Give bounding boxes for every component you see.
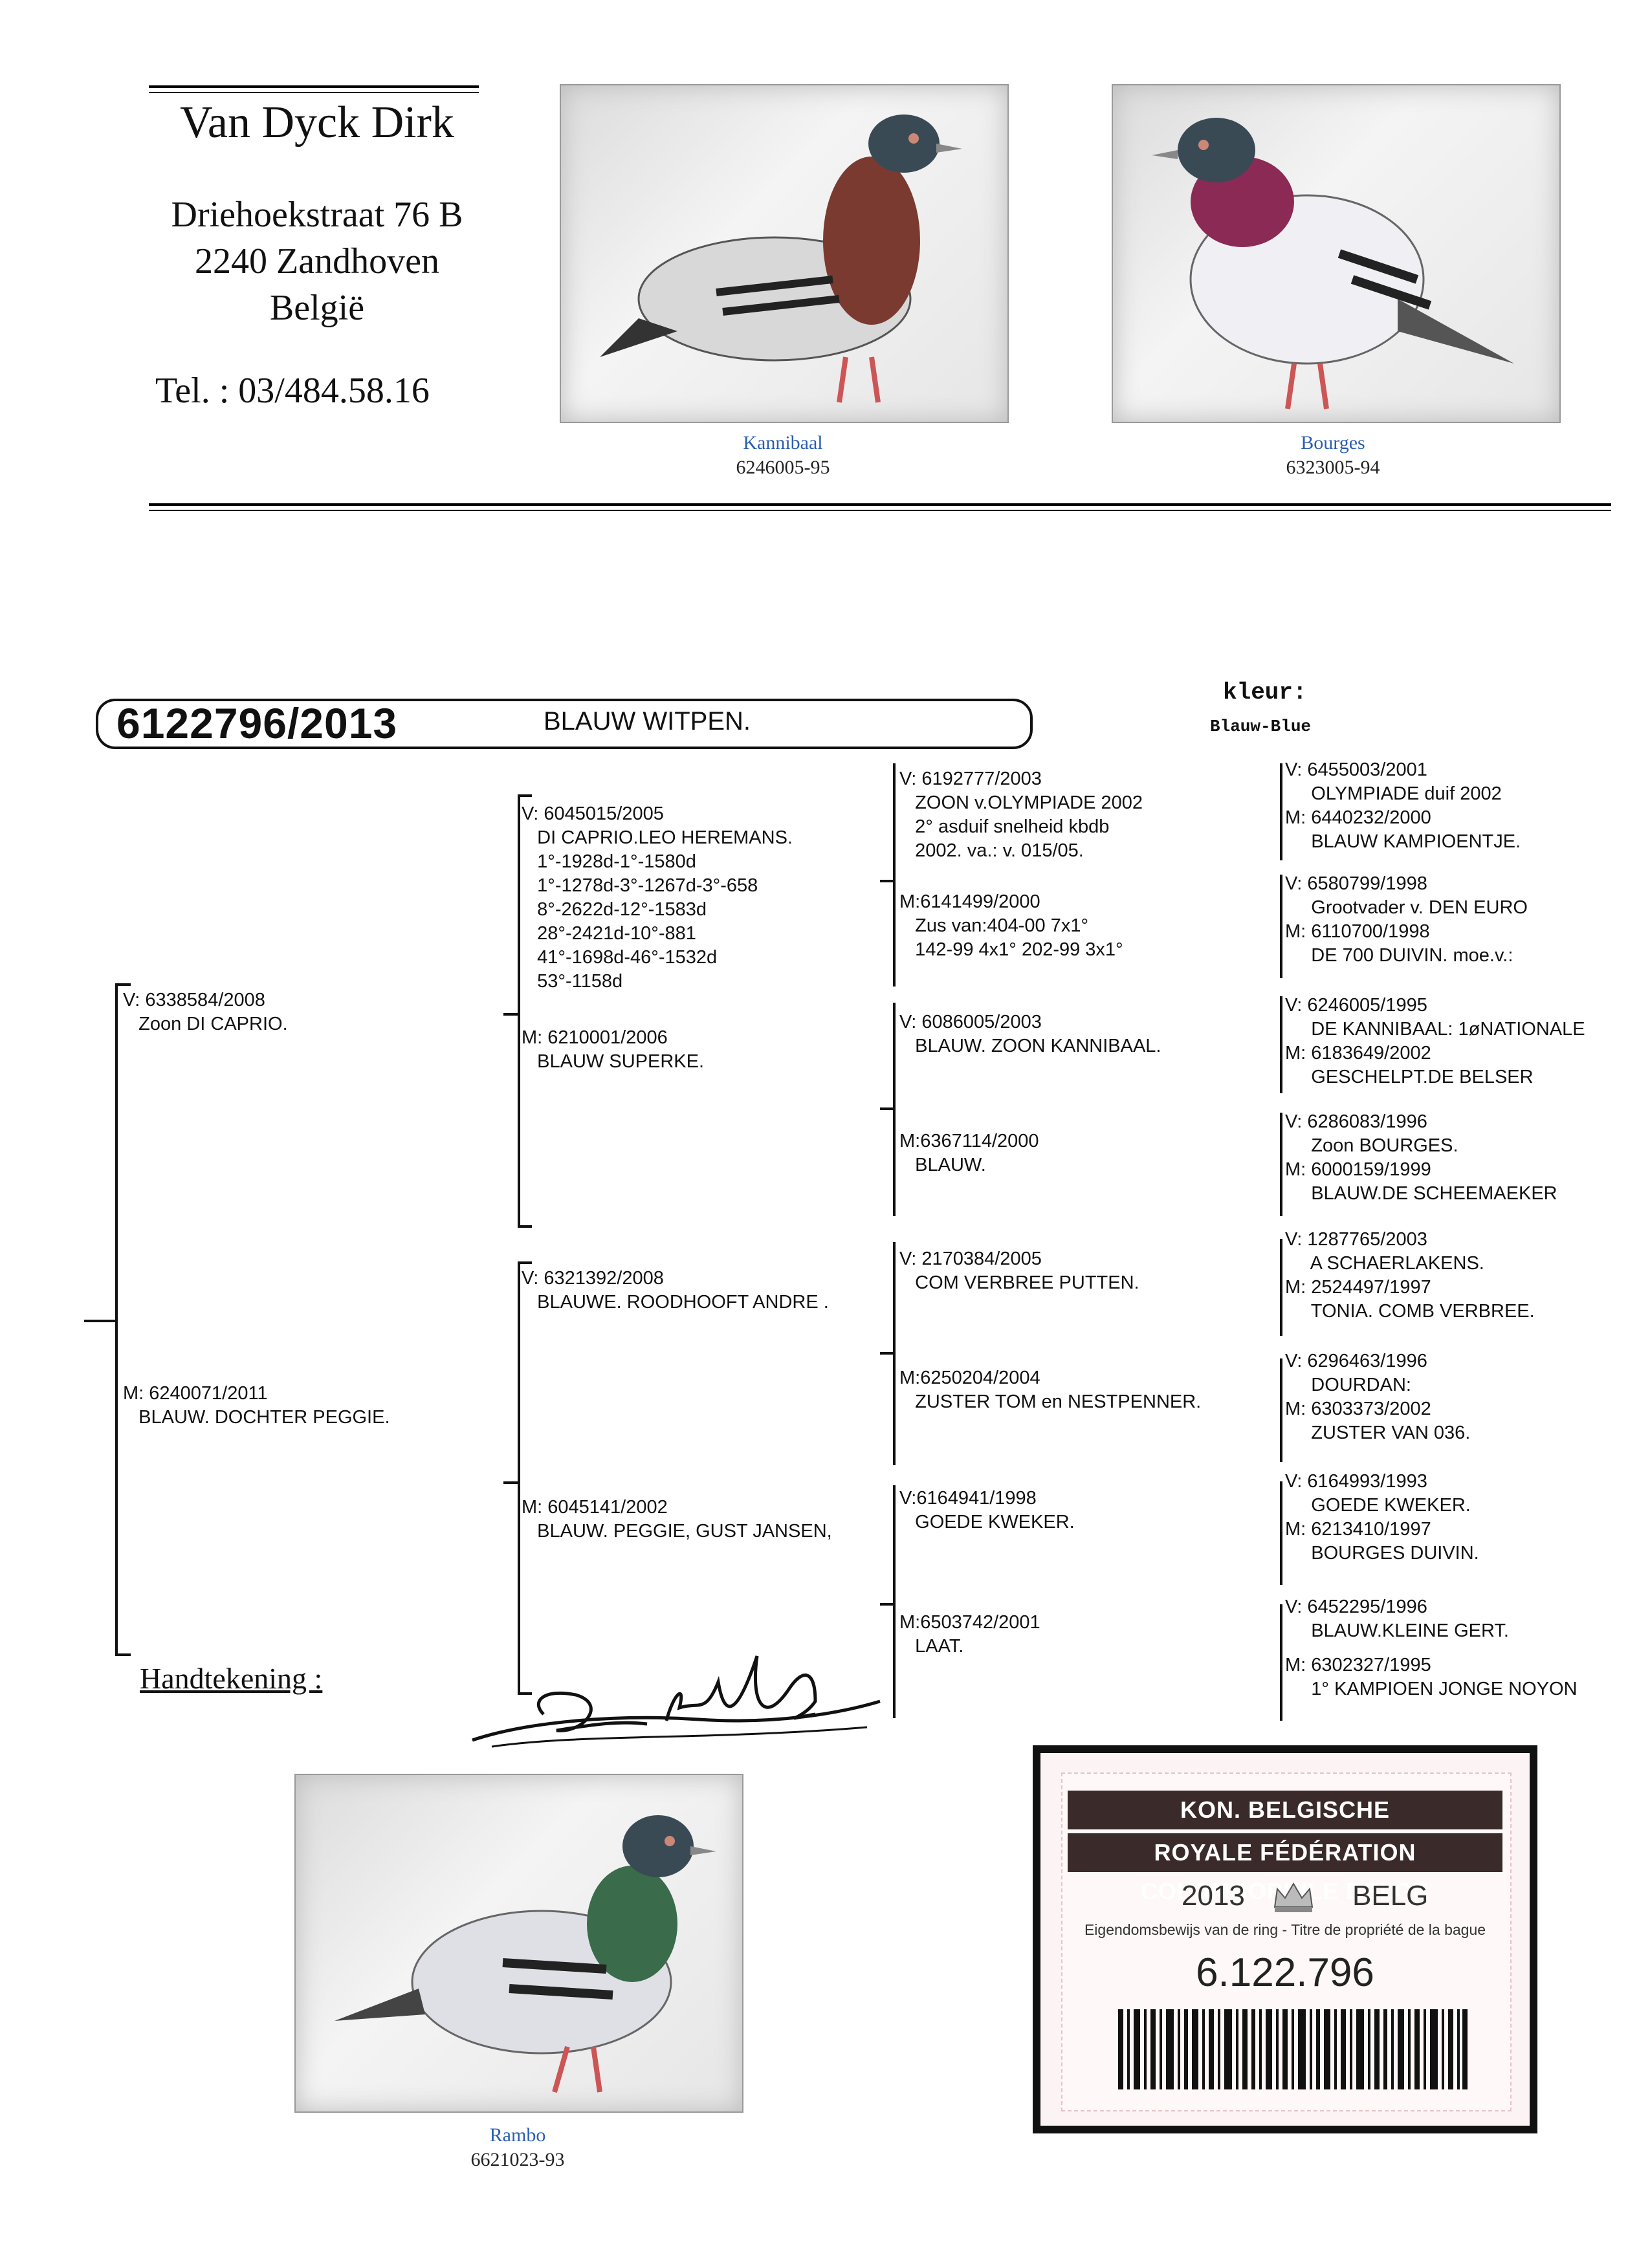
- gen2-mother-father: V: 6321392/2008 BLAUWE. ROODHOOFT ANDRE …: [522, 1268, 829, 1313]
- gen3-entry-2: M:6141499/2000 Zus van:404-00 7x1° 142-9…: [899, 891, 1123, 960]
- gen3-entry-8: M:6503742/2001 LAAT.: [899, 1612, 1040, 1657]
- gen3-entry-5: V: 2170384/2005 COM VERBREE PUTTEN.: [899, 1248, 1139, 1293]
- gen3-bracket-1: [893, 763, 896, 987]
- breeder-phone: Tel. : 03/484.58.16: [155, 371, 430, 411]
- gen3-entry-3: V: 6086005/2003 BLAUW. ZOON KANNIBAAL.: [899, 1012, 1161, 1056]
- photo-bourges: [1112, 84, 1561, 423]
- gen4-bracket-8: [1280, 1604, 1282, 1721]
- gen4-entry-6: M: 6183649/2002 GESCHELPT.DE BELSER: [1285, 1043, 1534, 1087]
- header-top-rule: [149, 85, 479, 88]
- root-connector: [84, 1320, 118, 1322]
- gen3-tick-1: [880, 880, 896, 882]
- gen4-entry-4: M: 6110700/1998 DE 700 DUIVIN. moe.v.:: [1285, 921, 1513, 966]
- gen3-tick-4: [880, 1603, 896, 1606]
- gen2-upper-connector: [503, 1013, 520, 1016]
- photo-kannibaal: [560, 84, 1009, 423]
- gen4-entry-11: V: 6296463/1996 DOURDAN:: [1285, 1351, 1427, 1395]
- gen1-bracket-bottom: [115, 1653, 131, 1656]
- crown-icon: [1273, 1882, 1314, 1912]
- gen4-entry-9: V: 1287765/2003 A SCHAERLAKENS.: [1285, 1229, 1484, 1274]
- gen1-bracket-top: [115, 983, 131, 986]
- ring-title-box: [96, 699, 1033, 749]
- photo-kannibaal-name: Kannibaal: [743, 432, 823, 453]
- handwritten-signature: [472, 1655, 881, 1748]
- gen3-entry-6: M:6250204/2004 ZUSTER TOM en NESTPENNER.: [899, 1368, 1202, 1412]
- breeder-city: 2240 Zandhoven: [195, 241, 439, 281]
- ring-card-line1: KON. BELGISCHE DUIVENLIEFHEBBERSBOND: [1068, 1791, 1502, 1862]
- photo-bourges-name: Bourges: [1301, 432, 1365, 453]
- gen3-tick-3: [880, 1352, 896, 1355]
- breeder-name: Van Dyck Dirk: [180, 98, 454, 147]
- ring-card-ownership: Eigendomsbewijs van de ring - Titre de p…: [1084, 1921, 1486, 1938]
- gen2-mother-mother: M: 6045141/2002 BLAUW. PEGGIE, GUST JANS…: [522, 1497, 832, 1542]
- gen3-entry-7: V:6164941/1998 GOEDE KWEKER.: [899, 1488, 1075, 1532]
- signature-label: Handtekening :: [140, 1662, 323, 1695]
- gen2-father-mother: M: 6210001/2006 BLAUW SUPERKE.: [522, 1027, 705, 1072]
- gen4-entry-5: V: 6246005/1995 DE KANNIBAAL: 1øNATIONAL…: [1285, 995, 1585, 1040]
- photo-rambo-name: Rambo: [489, 2124, 546, 2146]
- gen4-entry-1: V: 6455003/2001 OLYMPIADE duif 2002: [1285, 759, 1502, 804]
- kleur-title: kleur:: [1223, 679, 1307, 706]
- ring-card-country: BELG: [1352, 1880, 1429, 1912]
- gen2-bracket-lower-bottom: [518, 1692, 532, 1695]
- header-bottom-rule: [149, 503, 1611, 506]
- ring-card-number: 6.122.796: [1196, 1950, 1374, 1995]
- gen3-tick-2: [880, 1107, 896, 1110]
- gen4-entry-14: M: 6213410/1997 BOURGES DUIVIN.: [1285, 1519, 1479, 1564]
- ring-card-year: 2013: [1182, 1880, 1245, 1912]
- gen4-entry-13: V: 6164993/1993 GOEDE KWEKER.: [1285, 1471, 1471, 1516]
- gen2-lower-connector: [503, 1481, 520, 1484]
- gen2-bracket-lower: [518, 1261, 520, 1695]
- photo-rambo-ring: 6621023-93: [470, 2149, 565, 2170]
- gen2-father-father: V: 6045015/2005 DI CAPRIO.LEO HEREMANS. …: [522, 803, 793, 992]
- kleur-value: Blauw-Blue: [1210, 717, 1312, 736]
- pigeon-kannibaal-icon: [600, 114, 962, 403]
- gen3-entry-1: V: 6192777/2003 ZOON v.OLYMPIADE 2002 2°…: [899, 769, 1143, 861]
- gen4-bracket-7: [1280, 1481, 1282, 1585]
- pigeon-color-label: BLAUW WITPEN.: [544, 707, 751, 736]
- photo-bourges-ring: 6323005-94: [1286, 457, 1380, 478]
- ring-card-line2: ROYALE FÉDÉRATION COLOMBOPHILE BELGE: [1068, 1833, 1502, 1904]
- gen3-entry-4: M:6367114/2000 BLAUW.: [899, 1131, 1039, 1175]
- gen4-entry-12: M: 6303373/2002 ZUSTER VAN 036.: [1285, 1399, 1471, 1443]
- gen4-bracket-2: [1280, 875, 1282, 978]
- pigeon-ring: 6122796/2013: [116, 699, 398, 747]
- barcode-icon: [1118, 2009, 1468, 2089]
- photo-rambo: [294, 1774, 743, 2113]
- gen2-bracket-upper-top: [518, 794, 532, 797]
- gen3-bracket-4: [893, 1485, 896, 1718]
- gen4-bracket-3: [1280, 996, 1282, 1093]
- gen1-father: V: 6338584/2008 Zoon DI CAPRIO.: [123, 990, 288, 1034]
- gen4-entry-3: V: 6580799/1998 Grootvader v. DEN EURO: [1285, 873, 1528, 918]
- breeder-country: België: [269, 288, 365, 328]
- breeder-street: Driehoekstraat 76 B: [171, 195, 463, 235]
- gen4-bracket-6: [1280, 1358, 1282, 1462]
- gen4-entry-7: V: 6286083/1996 Zoon BOURGES.: [1285, 1111, 1458, 1156]
- gen4-bracket-5: [1280, 1239, 1282, 1336]
- header-top-rule-thin: [149, 92, 479, 93]
- header-bottom-rule-thin: [149, 510, 1611, 511]
- gen4-entry-15: V: 6452295/1996 BLAUW.KLEINE GERT.: [1285, 1597, 1509, 1641]
- gen4-entry-16: M: 6302327/1995 1° KAMPIOEN JONGE NOYON: [1285, 1655, 1578, 1699]
- photo-kannibaal-ring: 6246005-95: [736, 457, 830, 478]
- pigeon-bourges-icon: [1152, 118, 1514, 409]
- gen2-bracket-lower-top: [518, 1261, 532, 1264]
- gen2-bracket-upper-bottom: [518, 1225, 532, 1228]
- gen1-mother: M: 6240071/2011 BLAUW. DOCHTER PEGGIE.: [123, 1383, 390, 1428]
- pigeon-rambo-icon: [335, 1815, 716, 2093]
- gen4-entry-2: M: 6440232/2000 BLAUW KAMPIOENTJE.: [1285, 807, 1521, 852]
- gen2-bracket-upper: [518, 794, 520, 1228]
- gen1-bracket: [115, 983, 118, 1656]
- gen4-entry-10: M: 2524497/1997 TONIA. COMB VERBREE.: [1285, 1277, 1535, 1322]
- gen4-bracket-1: [1280, 763, 1282, 860]
- gen4-bracket-4: [1280, 1113, 1282, 1216]
- gen4-entry-8: M: 6000159/1999 BLAUW.DE SCHEEMAEKER: [1285, 1159, 1557, 1204]
